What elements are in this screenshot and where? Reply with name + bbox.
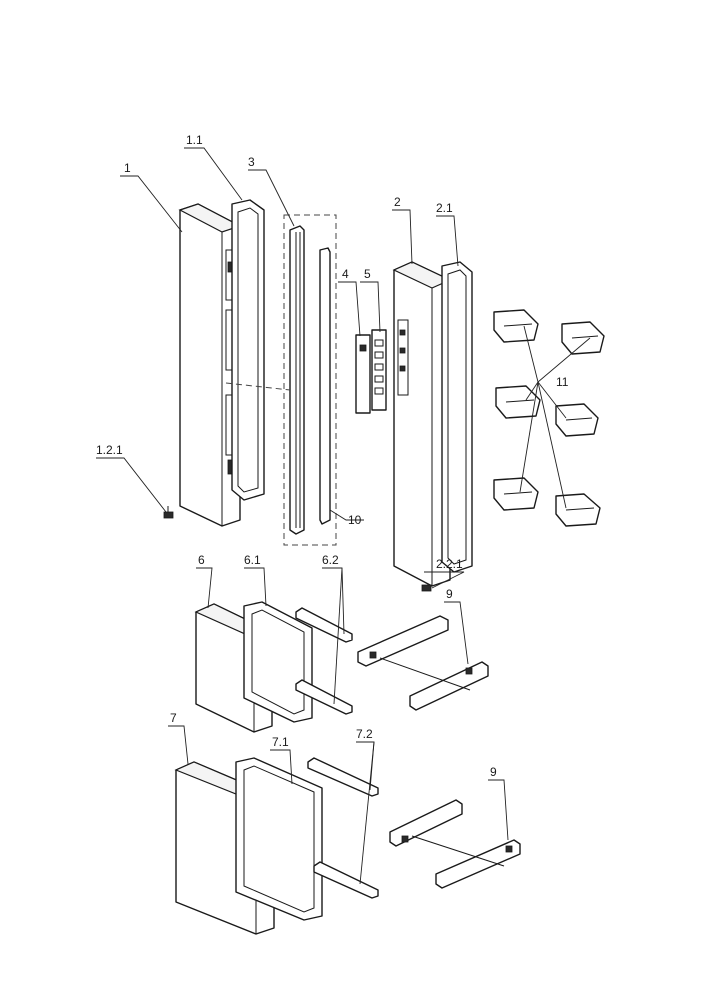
bottom-drawer-strip xyxy=(307,757,379,899)
callout-6-1: 6.1 xyxy=(244,553,261,567)
bottom-drawer-gasket xyxy=(235,757,323,921)
callout-9-lower: 9 xyxy=(490,765,497,779)
callout-2-1: 2.1 xyxy=(436,201,453,215)
left-upper-door-gasket xyxy=(231,199,265,501)
middle-drawer-gasket xyxy=(243,601,313,723)
display-panel-5 xyxy=(371,329,387,411)
callout-7: 7 xyxy=(170,711,177,725)
door-bin xyxy=(495,385,541,419)
mullion-assembly-box xyxy=(283,214,337,546)
right-door-hinge-pin xyxy=(421,584,432,592)
callout-7-1: 7.1 xyxy=(272,735,289,749)
mullion-bar xyxy=(289,225,305,535)
mullion-guide-line xyxy=(225,382,291,391)
door-bin xyxy=(555,493,601,527)
callout-1-1: 1.1 xyxy=(186,133,203,147)
callout-9-upper: 9 xyxy=(446,587,453,601)
door-bin xyxy=(561,321,605,355)
callout-11: 11 xyxy=(556,375,569,389)
callout-1-2-1: 1.2.1 xyxy=(96,443,123,457)
display-panel-4 xyxy=(355,334,371,414)
callout-3: 3 xyxy=(248,155,255,169)
callout-1: 1 xyxy=(124,161,131,175)
callout-5: 5 xyxy=(364,267,371,281)
callout-2: 2 xyxy=(394,195,401,209)
callout-4: 4 xyxy=(342,267,349,281)
mullion-cover-strip xyxy=(319,247,331,525)
left-door-hinge-pin xyxy=(163,506,174,519)
door-bin xyxy=(493,477,539,511)
drawer-slide-rail-lower xyxy=(389,799,521,889)
right-upper-door-gasket xyxy=(441,261,473,573)
callout-6: 6 xyxy=(198,553,205,567)
callout-10: 10 xyxy=(348,513,362,527)
door-bin xyxy=(493,309,539,343)
callout-2-2-1: 2.2.1 xyxy=(436,557,463,571)
callout-7-2: 7.2 xyxy=(356,727,373,741)
door-bin xyxy=(555,403,599,437)
leader-lines xyxy=(96,147,591,885)
drawer-slide-rail-upper xyxy=(357,615,489,711)
left-upper-door xyxy=(178,203,242,527)
callout-6-2: 6.2 xyxy=(322,553,339,567)
